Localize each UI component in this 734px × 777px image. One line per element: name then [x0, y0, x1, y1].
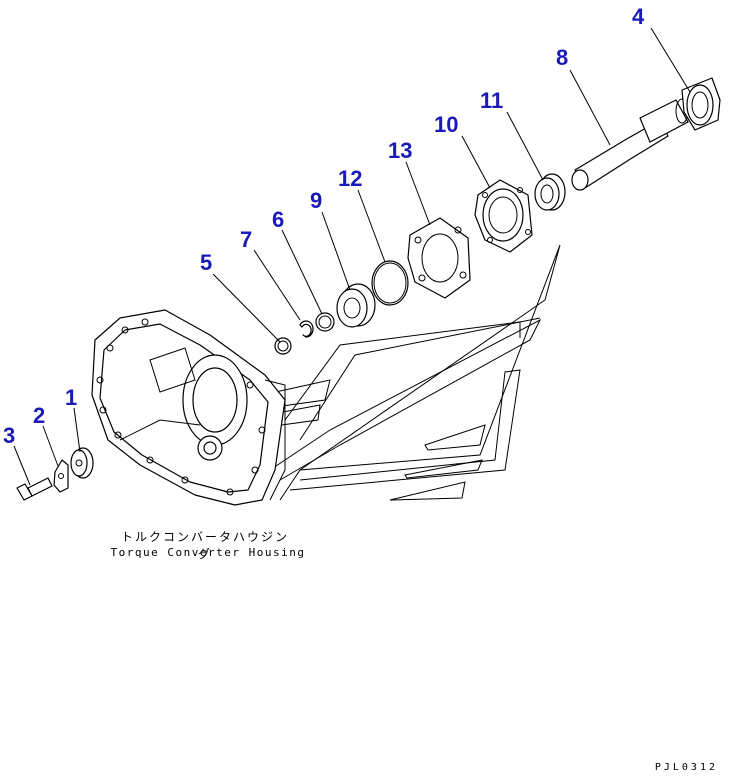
part-washer: [315, 312, 335, 332]
caption-japanese: トルクコンバータハウジング: [120, 530, 289, 561]
callout-3: 3: [3, 423, 15, 448]
callout-2: 2: [33, 403, 45, 428]
part-snap-ring: [274, 337, 292, 355]
housing-silhouette-outline: [239, 244, 561, 501]
callout-8: 8: [556, 45, 568, 70]
callout-1: 1: [65, 385, 77, 410]
part-cover-plate: [70, 447, 94, 479]
callout-labels: 1 2 3 4 5 6 7 8 9 10 11 12 13: [3, 4, 645, 448]
callout-4: 4: [632, 4, 645, 29]
part-o-ring: [371, 260, 409, 306]
callout-11: 11: [480, 88, 503, 113]
torque-converter-housing: [91, 309, 286, 506]
callout-12: 12: [338, 166, 362, 191]
callout-13: 13: [388, 138, 412, 163]
part-roller-bearing: [534, 173, 566, 211]
callout-5: 5: [200, 250, 212, 275]
part-gasket: [53, 459, 69, 493]
callout-6: 6: [272, 207, 284, 232]
part-bearing: [336, 283, 376, 328]
part-bearing-cage: [474, 179, 533, 253]
drawing-code: PJL0312: [654, 762, 718, 773]
part-coupling: [681, 77, 721, 131]
part-shaft: [571, 98, 689, 191]
callout-10: 10: [434, 112, 458, 137]
part-snap-ring-small: [299, 320, 314, 338]
leader-lines: [13, 27, 691, 486]
callout-9: 9: [310, 188, 322, 213]
callout-7: 7: [240, 227, 252, 252]
part-flange-gasket: [407, 217, 471, 299]
part-bolt: [16, 477, 53, 501]
caption-english: Torque Converter Housing: [110, 546, 306, 559]
